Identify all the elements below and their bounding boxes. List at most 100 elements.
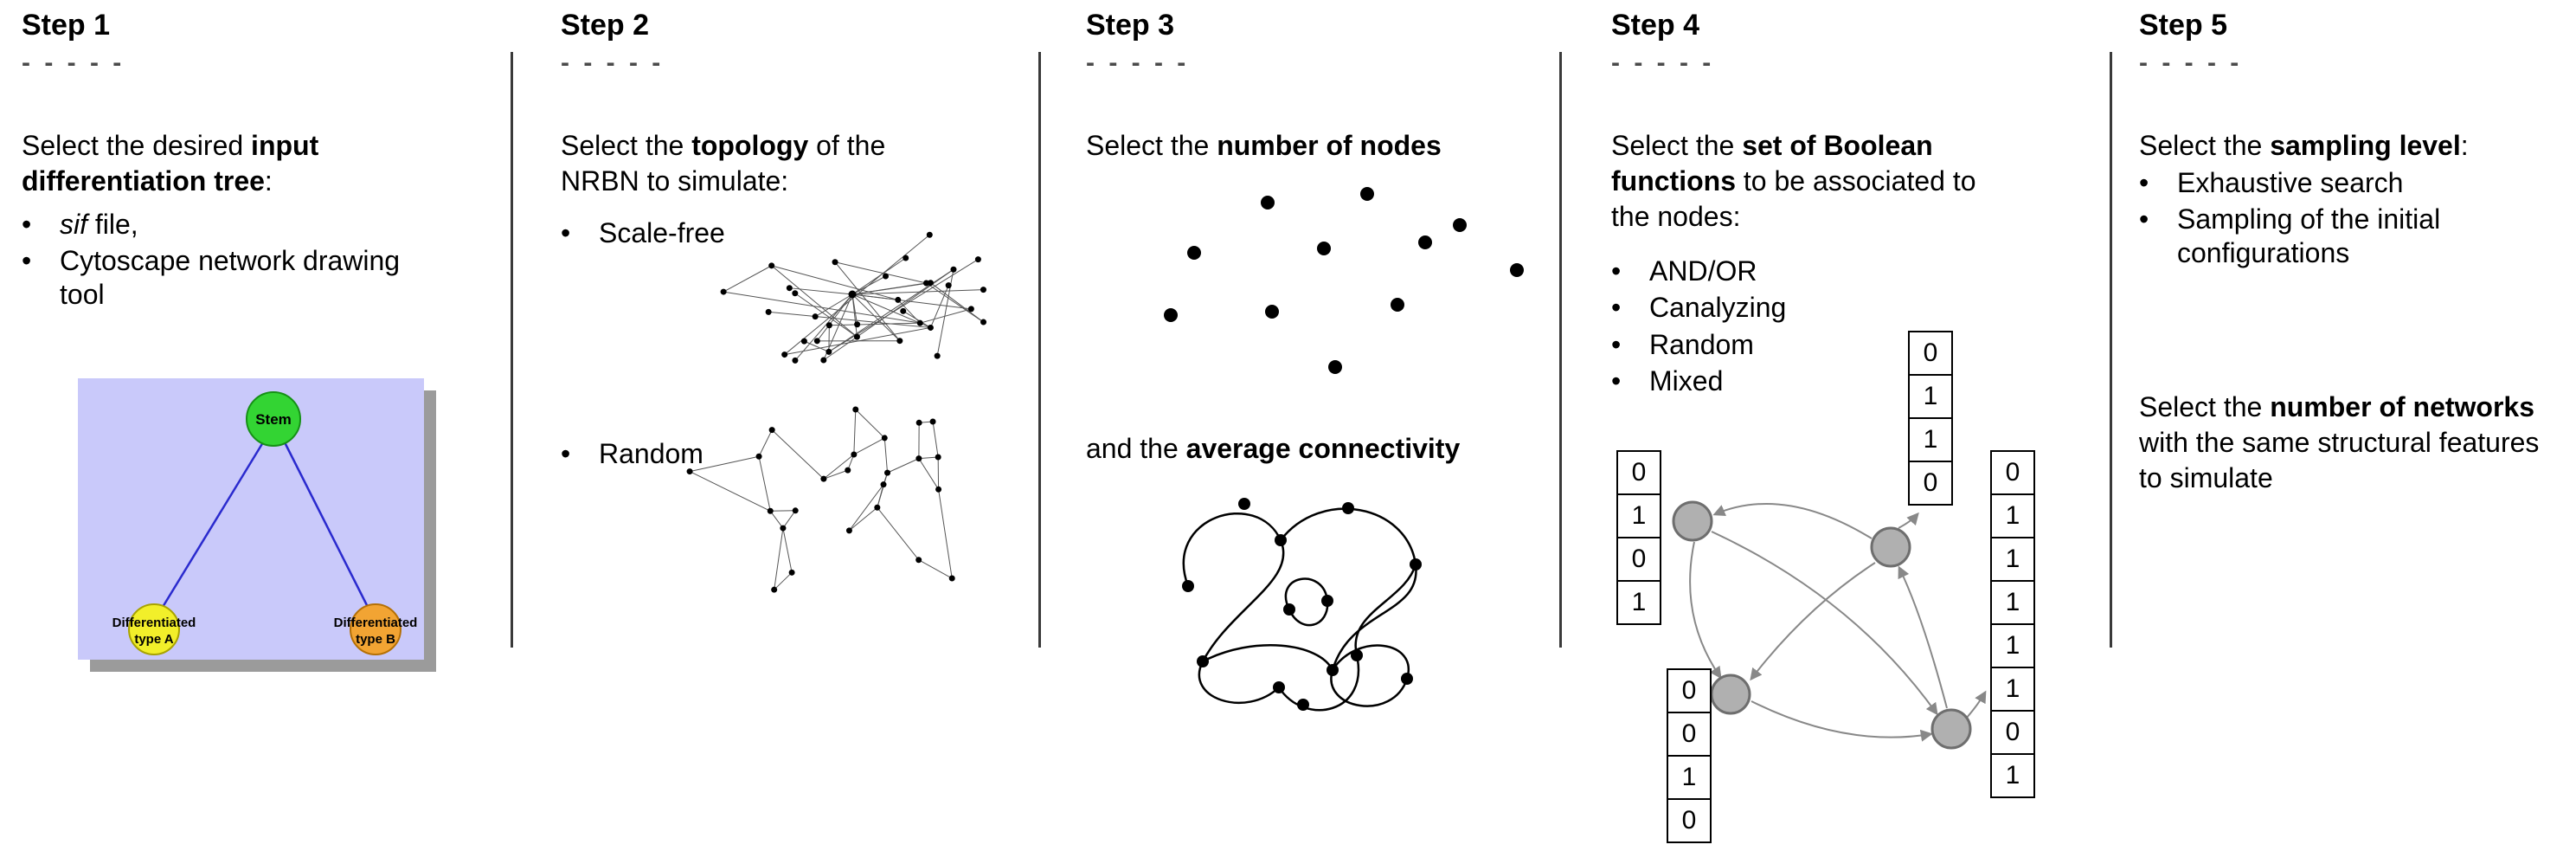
step5-title: Step 5 [2139, 9, 2228, 42]
truth-table-cell: 1 [1990, 580, 2035, 625]
step3-dashes: - - - - - [1086, 48, 1190, 77]
text-segment: with the same structural features to sim… [2139, 426, 2540, 493]
type-a-label-line1: Differentiated [112, 616, 196, 630]
network-arrows [1689, 503, 1987, 742]
gene-node-b [1870, 526, 1911, 568]
bullet-text: Cytoscape network drawing tool [60, 245, 401, 310]
connectivity-tangle-illustration [1182, 498, 1422, 712]
truth-table-cell: 0 [1667, 712, 1712, 757]
step5-line1: Select the sampling level: [2139, 128, 2537, 164]
step5-column: Step 5 - - - - - Select the sampling lev… [2139, 0, 2546, 851]
step1-bullet-list: • sif file, • Cytoscape network drawing to… [22, 208, 402, 314]
text-segment: and the [1086, 433, 1186, 464]
bullet-marker: • [2139, 167, 2149, 198]
step2-column: Step 2 - - - - - Select the topology of … [561, 0, 1028, 851]
bullet-item-random-functions: • Random [1611, 328, 1905, 361]
text-segment: Select the [1611, 130, 1743, 161]
truth-table-cell: 1 [1616, 493, 1661, 538]
bullet-item-canalyzing: •Canalyzing [1611, 291, 1905, 324]
bullet-item-sif-file: • sif file, [22, 208, 402, 241]
text-segment-bold: sampling level [2270, 130, 2461, 161]
text-segment: : [264, 164, 273, 197]
type-b-label-line2: type B [356, 632, 395, 647]
step1-intro: Select the desired input differentiation… [22, 128, 394, 199]
truth-table-cell: 0 [1667, 798, 1712, 843]
truth-table-cell: 1 [1990, 493, 2035, 538]
step4-bullet-list: • AND/OR •Canalyzing • Random •Mixed [1611, 255, 1905, 402]
text-segment-bold: average connectivity [1185, 433, 1461, 464]
text-segment: to be associated to the nodes: [1611, 164, 1976, 232]
truth-table-cell: 0 [1616, 450, 1661, 495]
differentiated-type-b-node [350, 603, 401, 655]
text-segment-italic: sif [60, 209, 87, 240]
step5-bullet-list: • Exhaustive search •Sampling of the init… [2139, 166, 2537, 273]
bullet-text: AND/OR [1649, 255, 1757, 287]
tangle-curves [1182, 507, 1417, 712]
node-dots [1164, 187, 1524, 374]
truth-table-cell: 1 [1616, 580, 1661, 625]
bullet-text: Scale-free [599, 217, 725, 248]
type-b-label-line1: Differentiated [334, 616, 418, 630]
bullet-marker: • [1611, 365, 1622, 397]
bullet-item-exhaustive: • Exhaustive search [2139, 166, 2537, 199]
bullet-item-sampling: •Sampling of the initial configurations [2139, 203, 2537, 269]
step5-dashes: - - - - - [2139, 48, 2243, 77]
text-segment: : [2460, 130, 2469, 161]
truth-table-cell: 0 [1667, 668, 1712, 713]
truth-table-cell: 1 [1990, 623, 2035, 668]
column-divider-2 [1038, 52, 1041, 648]
text-segment: Select the [2139, 130, 2271, 161]
text-segment-bold: set of Boolean functions [1611, 130, 1933, 197]
bullet-marker: • [22, 245, 32, 277]
text-segment-bold: number of nodes [1217, 130, 1442, 161]
text-segment: Select the desired [22, 130, 252, 161]
type-a-label-line2: type A [134, 632, 173, 647]
bullet-text: Exhaustive search [2177, 167, 2404, 198]
step2-dashes: - - - - - [561, 48, 665, 77]
text-segment: Select the [561, 130, 692, 161]
bullet-text: Sampling of the initial configurations [2177, 203, 2441, 268]
step2-intro: Select the topology of the NRBN to simul… [561, 128, 941, 199]
boolean-network-illustration [1672, 500, 1987, 750]
step3-title: Step 3 [1086, 9, 1175, 42]
bullet-marker: • [1611, 255, 1622, 287]
bullet-marker: • [1611, 328, 1622, 360]
stem-node [246, 391, 301, 447]
text-segment-bold: topology [691, 130, 809, 161]
truth-table-cell: 0 [1990, 450, 2035, 495]
bullet-marker: • [1611, 292, 1622, 324]
bullet-text: Random [1649, 328, 1754, 360]
step4-column: Step 4 - - - - - Select the set of Boole… [1611, 0, 2096, 851]
truth-table-cell: 0 [1990, 710, 2035, 755]
truth-table-cell: 1 [1990, 667, 2035, 712]
truth-table-cell: 1 [1667, 755, 1712, 800]
step1-dashes: - - - - - [22, 48, 125, 77]
truth-table-cell: 1 [1908, 374, 1953, 419]
truth-table-cell: 0 [1908, 461, 1953, 506]
column-divider-1 [511, 52, 513, 648]
gene-node-c [1710, 674, 1751, 715]
bullet-item-mixed: •Mixed [1611, 364, 1905, 397]
tree-edge-a [156, 442, 265, 616]
random-network-illustration [686, 406, 955, 593]
bullet-marker: • [561, 438, 571, 469]
bullet-item-random: •Random [561, 437, 820, 470]
step3-line2: and the average connectivity [1086, 431, 1553, 467]
step3-line1: Select the number of nodes [1086, 128, 1536, 164]
text-segment: Select the [1086, 130, 1217, 161]
text-segment-bold: number of networks [2270, 391, 2535, 422]
nodes-dots-illustration [1164, 187, 1524, 374]
truth-table-cell: 0 [1616, 537, 1661, 582]
tree-edge-b [283, 442, 374, 616]
text-segment: of the NRBN to simulate: [561, 130, 886, 197]
step1-column: Step 1 - - - - - Select the desired inpu… [22, 0, 489, 851]
step4-intro: Select the set of Boolean functions to b… [1611, 128, 2018, 235]
bullet-marker: • [561, 217, 571, 248]
text-segment: file, [87, 209, 138, 240]
network-nodes [1672, 500, 1972, 750]
bullet-marker: • [22, 209, 32, 240]
step5-line2: Select the number of networks with the s… [2139, 390, 2546, 496]
